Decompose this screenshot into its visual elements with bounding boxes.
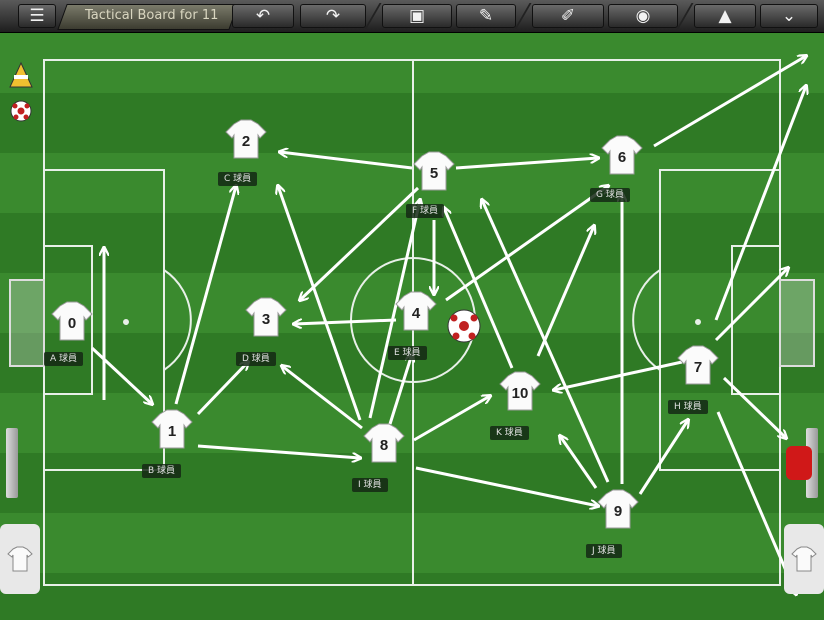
traffic-cone-icon <box>9 61 33 88</box>
toolbar-divider <box>676 3 694 29</box>
shirt-icon <box>7 546 33 572</box>
player-number: 7 <box>694 359 702 376</box>
player-number: 9 <box>614 503 622 520</box>
player-name-label: C 球員 <box>218 172 258 186</box>
more-button[interactable]: ⌄ <box>760 4 818 28</box>
player-name-label: E 球員 <box>388 346 427 360</box>
left-slider-handle[interactable] <box>6 428 18 498</box>
shirt-icon <box>225 119 267 159</box>
player-shirt[interactable]: 6 <box>601 135 643 175</box>
player-shirt[interactable]: 9 <box>597 489 639 529</box>
player-number: 6 <box>618 149 626 166</box>
cone-button[interactable]: ▲ <box>694 4 756 28</box>
player-number: 8 <box>380 437 388 454</box>
trash-icon: ▲ <box>718 6 732 26</box>
toolbar-divider <box>514 3 532 29</box>
shirt-icon <box>677 345 719 385</box>
player-shirt[interactable]: 5 <box>413 151 455 191</box>
chevron-down-icon: ⌄ <box>781 6 797 26</box>
player-name-label: K 球員 <box>490 426 529 440</box>
player-number: 2 <box>242 133 250 150</box>
right-goal <box>779 279 815 367</box>
shirt-icon <box>245 297 287 337</box>
players-layer: 0 1 2 3 4 5 6 7 8 9 10 <box>51 119 719 529</box>
soccer-ball-icon <box>10 100 32 122</box>
shirt-icon <box>601 135 643 175</box>
formation-button[interactable]: ▣ <box>382 4 452 28</box>
shirt-icon <box>499 371 541 411</box>
left-goal <box>9 279 45 367</box>
shirt-icon <box>151 409 193 449</box>
player-shirt[interactable]: 10 <box>499 371 541 411</box>
player-number: 1 <box>168 423 176 440</box>
toolbar-divider <box>364 3 382 29</box>
app-title: Tactical Board for 11 <box>85 8 219 23</box>
player-name-label: A 球員 <box>44 352 84 366</box>
pass-arrows <box>90 56 806 594</box>
player-shirt[interactable]: 7 <box>677 345 719 385</box>
player-name-label: J 球員 <box>586 544 622 558</box>
soccer-pitch[interactable]: 0 1 2 3 4 5 6 7 8 9 10 <box>0 33 824 620</box>
eraser-button[interactable]: ✐ <box>532 4 604 28</box>
formation-icon: ▣ <box>408 6 426 26</box>
player-number: 10 <box>512 385 529 402</box>
shirt-icon <box>395 291 437 331</box>
player-name-label: F 球員 <box>406 204 445 218</box>
lightning-icon: ✎ <box>478 6 494 26</box>
cone-tool[interactable] <box>6 60 36 90</box>
ball-button[interactable]: ◉ <box>608 4 678 28</box>
player-shirt[interactable]: 2 <box>225 119 267 159</box>
shirt-icon <box>413 151 455 191</box>
menu-button[interactable]: ☰ <box>18 4 56 28</box>
home-team-tray[interactable] <box>0 524 40 594</box>
player-name-label: G 球員 <box>590 188 630 202</box>
player-name-label: H 球員 <box>668 400 708 414</box>
undo-icon: ↶ <box>255 6 271 26</box>
player-number: 0 <box>68 315 76 332</box>
player-name-label: D 球員 <box>236 352 276 366</box>
player-shirt[interactable]: 0 <box>51 301 93 341</box>
redo-icon: ↷ <box>325 6 341 26</box>
ball-tool[interactable] <box>6 96 36 126</box>
draw-button[interactable]: ✎ <box>456 4 516 28</box>
menu-icon: ☰ <box>29 6 45 26</box>
player-name-label: I 球員 <box>352 478 388 492</box>
player-shirt[interactable]: 8 <box>363 423 405 463</box>
player-shirt[interactable]: 3 <box>245 297 287 337</box>
shirt-icon <box>51 301 93 341</box>
player-name-label: B 球員 <box>142 464 182 478</box>
player-number: 4 <box>412 305 421 322</box>
player-shirt[interactable]: 1 <box>151 409 193 449</box>
shirt-icon <box>791 546 817 572</box>
ball-icon: ◉ <box>635 6 651 26</box>
player-shirt[interactable]: 4 <box>395 291 437 331</box>
undo-button[interactable]: ↶ <box>232 4 294 28</box>
player-number: 5 <box>430 165 438 182</box>
away-team-tray[interactable] <box>784 524 824 594</box>
right-slider-handle[interactable] <box>806 428 818 498</box>
player-number: 3 <box>262 311 270 328</box>
redo-button[interactable]: ↷ <box>300 4 366 28</box>
shirt-icon <box>363 423 405 463</box>
toolbar: ☰ Tactical Board for 11 ↶ ↷ ▣ ✎ ✐ ◉ ▲ ⌄ <box>0 0 824 33</box>
eraser-icon: ✐ <box>560 6 576 26</box>
soccer-ball-icon[interactable] <box>447 309 481 343</box>
opponent-marker[interactable] <box>786 446 812 480</box>
shirt-icon <box>597 489 639 529</box>
